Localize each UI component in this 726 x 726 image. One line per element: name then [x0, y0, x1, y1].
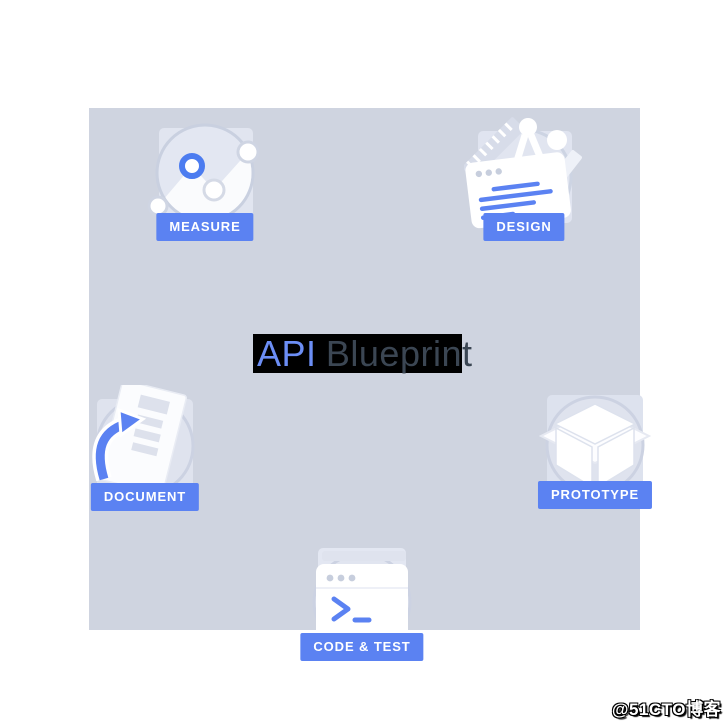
- badge-code-test: CODE & TEST: [300, 633, 424, 661]
- stage-code-test: CODE & TEST: [300, 540, 424, 710]
- badge-design: DESIGN: [483, 213, 565, 241]
- badge-prototype: PROTOTYPE: [537, 481, 653, 509]
- stage-document: DOCUMENT: [85, 385, 205, 555]
- stage-design: DESIGN: [464, 115, 584, 285]
- title-api-text: API: [257, 333, 317, 374]
- terminal-window-icon: [312, 548, 412, 652]
- stage-measure: MEASURE: [145, 112, 265, 282]
- line-chart-icon: [147, 123, 260, 223]
- stage-prototype: PROTOTYPE: [535, 383, 655, 553]
- document-share-arrow-icon: [92, 385, 195, 496]
- watermark: @51CTO博客: [611, 700, 721, 719]
- title-blueprint-text: Blueprint: [325, 333, 473, 374]
- design-tools-window-icon: [464, 117, 582, 229]
- badge-measure: MEASURE: [156, 213, 254, 241]
- badge-document: DOCUMENT: [90, 483, 200, 511]
- cube-3d-icon: [538, 395, 652, 495]
